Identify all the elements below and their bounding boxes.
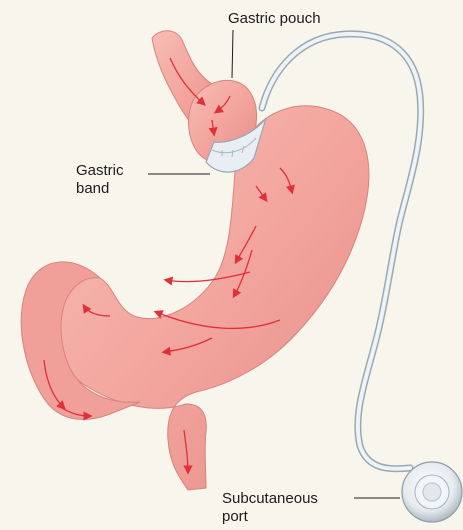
gastric-band-label: Gastric band: [76, 162, 124, 198]
subcutaneous-port: [402, 462, 462, 522]
subcutaneous-port-label: Subcutaneous port: [222, 490, 318, 526]
pouch-leader-line: [232, 30, 233, 78]
gastric-pouch-label: Gastric pouch: [228, 10, 321, 28]
